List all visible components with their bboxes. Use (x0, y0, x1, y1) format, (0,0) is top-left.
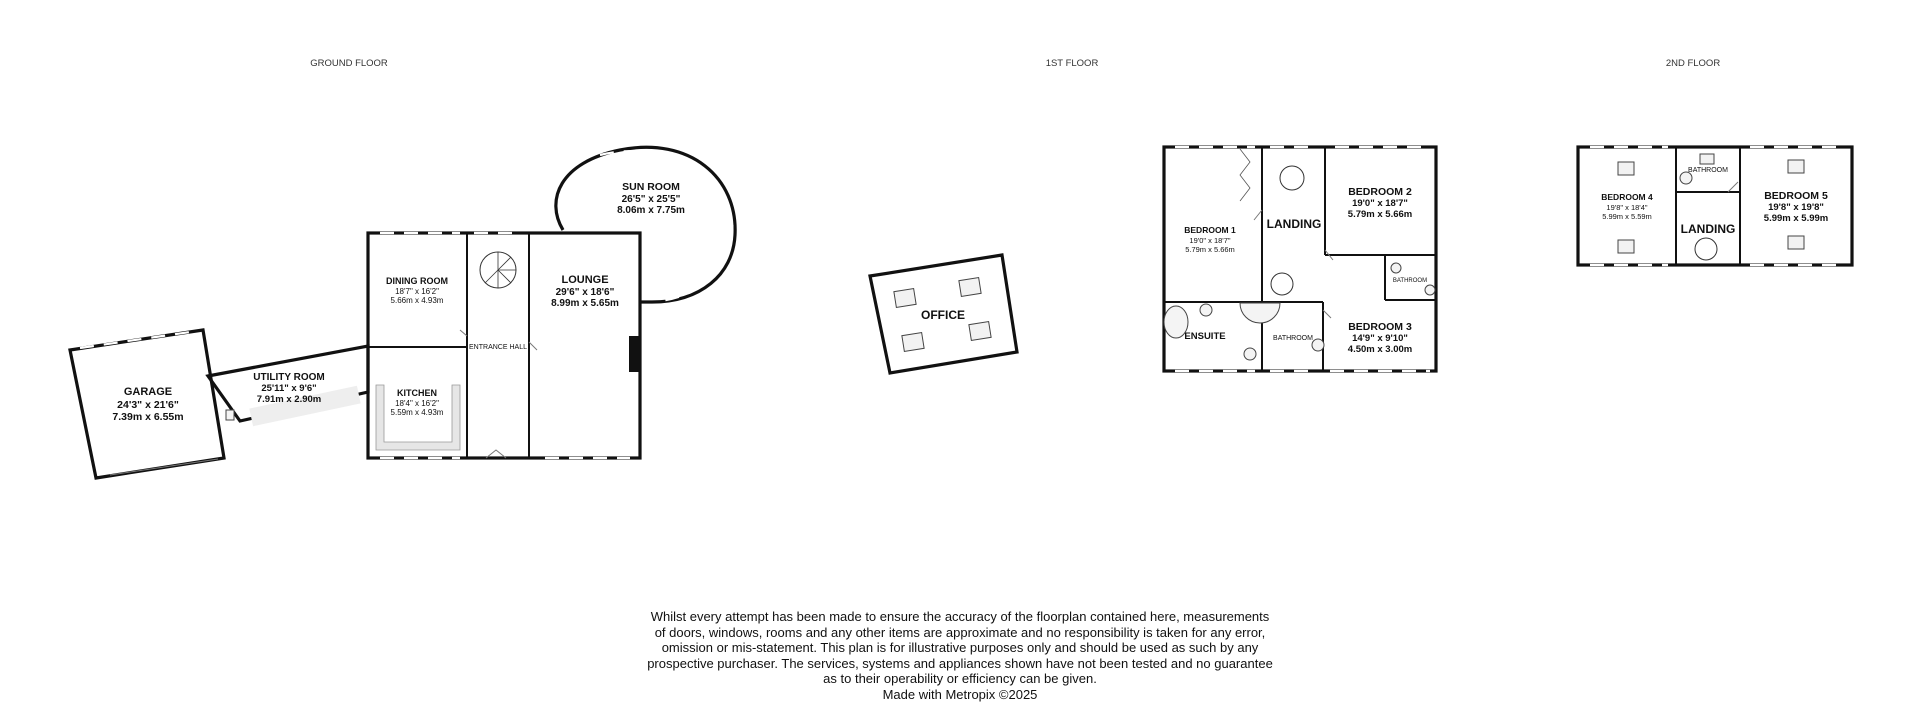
lounge-fireplace (629, 336, 640, 372)
bed1-door (1254, 210, 1262, 220)
bedroom1-imperial: 19'0" x 18'7" (1189, 236, 1230, 245)
bedroom5-metric: 5.99m x 5.99m (1764, 213, 1828, 224)
ensuite-wc (1244, 348, 1256, 360)
bedroom5-imperial: 19'8" x 19'8" (1768, 202, 1824, 213)
sunroom-label: SUN ROOM (622, 181, 680, 193)
office-plan: OFFICE (870, 255, 1017, 373)
first-spiral-stair-bottom (1271, 273, 1293, 295)
first-floor-labels: BEDROOM 1 19'0" x 18'7" 5.79m x 5.66m LA… (1184, 186, 1427, 355)
landing1-label: LANDING (1267, 217, 1322, 231)
bedroom1-metric: 5.79m x 5.66m (1185, 245, 1235, 254)
lounge-metric: 8.99m x 5.65m (551, 298, 619, 309)
utility-metric: 7.91m x 2.90m (257, 394, 321, 405)
landing2-label: LANDING (1681, 222, 1736, 236)
ensuite-basin (1200, 304, 1212, 316)
bedroom2-label: BEDROOM 2 (1348, 186, 1412, 198)
lounge-imperial: 29'6" x 18'6" (556, 287, 615, 298)
bedroom1-label: BEDROOM 1 (1184, 225, 1236, 235)
first-floor-title: 1ST FLOOR (1046, 58, 1099, 69)
bathroom2-label: BATHROOM (1688, 167, 1728, 174)
kitchen-label: KITCHEN (397, 388, 437, 398)
disclaimer-line: omission or mis-statement. This plan is … (560, 640, 1360, 656)
ensuite2-wc (1391, 263, 1401, 273)
lounge-label: LOUNGE (561, 274, 608, 286)
bath-shower (1240, 303, 1280, 323)
bedroom3-imperial: 14'9" x 9'10" (1352, 333, 1408, 344)
second-spiral-stair (1695, 238, 1717, 260)
dining-metric: 5.66m x 4.93m (391, 296, 444, 305)
lounge-door (529, 342, 537, 350)
bedroom3-metric: 4.50m x 3.00m (1348, 344, 1412, 355)
ground-floor-title: GROUND FLOOR (310, 58, 388, 69)
bedroom5-label: BEDROOM 5 (1764, 190, 1828, 202)
kitchen-imperial: 18'4" x 16'2" (395, 399, 439, 408)
utility-imperial: 25'11" x 9'6" (261, 383, 316, 394)
entrance-hall-label: ENTRANCE HALL (469, 344, 527, 351)
bedroom4-imperial: 19'8" x 18'4" (1606, 203, 1647, 212)
bedroom4-label: BEDROOM 4 (1601, 192, 1653, 202)
bedroom4-metric: 5.99m x 5.59m (1602, 212, 1652, 221)
dining-imperial: 18'7" x 16'2" (395, 287, 439, 296)
bedroom2-metric: 5.79m x 5.66m (1348, 209, 1412, 220)
bedroom2-imperial: 19'0" x 18'7" (1352, 198, 1408, 209)
kitchen-metric: 5.59m x 4.93m (391, 408, 444, 417)
sunroom-imperial: 26'5" x 25'5" (622, 194, 681, 205)
bathroom1b-label: BATHROOM (1393, 278, 1427, 284)
bath2-door (1728, 182, 1738, 192)
hall-door (460, 330, 467, 336)
disclaimer-line: prospective purchaser. The services, sys… (560, 656, 1360, 672)
second-floor-title: 2ND FLOOR (1666, 58, 1721, 69)
disclaimer-line: of doors, windows, rooms and any other i… (560, 625, 1360, 641)
garage-metric: 7.39m x 6.55m (112, 411, 183, 423)
disclaimer-line: as to their operability or efficiency ca… (560, 671, 1360, 687)
ensuite2-basin (1425, 285, 1435, 295)
bath-wc (1312, 339, 1324, 351)
utility-wc (226, 410, 234, 420)
disclaimer: Whilst every attempt has been made to en… (560, 609, 1360, 702)
garage-imperial: 24'3" x 21'6" (117, 399, 179, 411)
office-label: OFFICE (921, 308, 965, 322)
bedroom3-label: BEDROOM 3 (1348, 321, 1412, 333)
second-floor-labels: BEDROOM 4 19'8" x 18'4" 5.99m x 5.59m BA… (1601, 167, 1828, 236)
disclaimer-line: Whilst every attempt has been made to en… (560, 609, 1360, 625)
garage-label: GARAGE (124, 386, 172, 398)
credit: Made with Metropix ©2025 (560, 687, 1360, 702)
ensuite-label: ENSUITE (1184, 331, 1225, 342)
first-spiral-stair-top (1280, 166, 1304, 190)
ground-floor-labels: GARAGE 24'3" x 21'6" 7.39m x 6.55m UTILI… (112, 181, 685, 423)
bed3-door (1323, 310, 1331, 318)
dining-label: DINING ROOM (386, 276, 448, 286)
bathroom1-label: BATHROOM (1273, 335, 1313, 342)
bed1-wardrobe (1240, 149, 1250, 201)
garage-door (110, 459, 218, 475)
sunroom-metric: 8.06m x 7.75m (617, 205, 685, 216)
utility-label: UTILITY ROOM (253, 372, 324, 383)
